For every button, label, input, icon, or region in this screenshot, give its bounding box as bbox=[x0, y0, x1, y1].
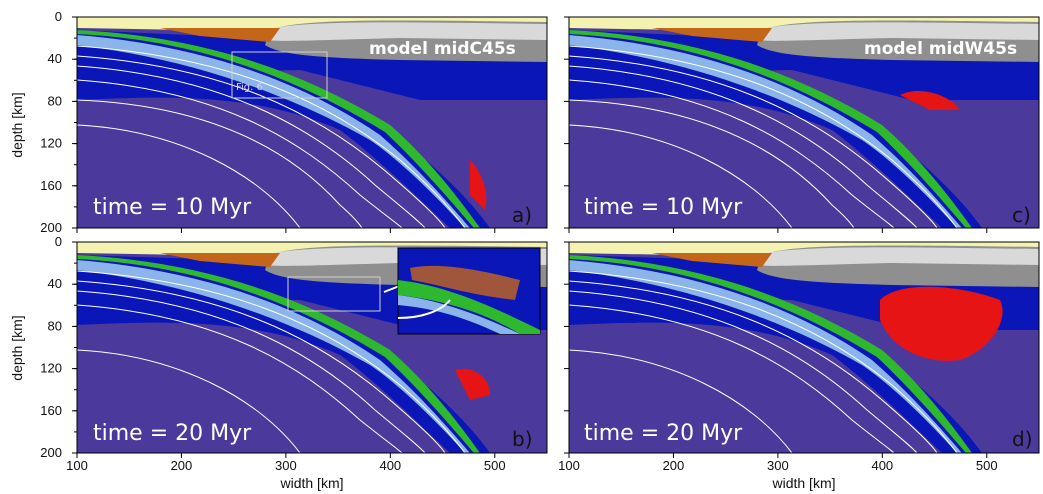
panel-c: model midW45s time = 10 Myr c) bbox=[568, 16, 1040, 229]
inset-label: Fig. 6 bbox=[236, 82, 263, 93]
panel-label-b: b) bbox=[512, 427, 533, 451]
x-axis-label-left: width [km] bbox=[279, 475, 343, 491]
accretionary-wedge bbox=[160, 28, 280, 42]
melt-region bbox=[455, 368, 490, 400]
panel-d: time = 20 Myr d) bbox=[568, 241, 1040, 454]
x-tick-label: 100 bbox=[66, 458, 88, 473]
y-tick-label: 200 bbox=[40, 445, 62, 460]
time-label-c: time = 10 Myr bbox=[584, 195, 743, 220]
panel-d-plot bbox=[569, 242, 1039, 453]
overriding-plate-light bbox=[265, 22, 547, 41]
model-name-a: model midC45s bbox=[369, 39, 516, 59]
accretionary-wedge bbox=[160, 253, 280, 267]
y-axis-label-bottom: depth [km] bbox=[9, 315, 25, 380]
x-tick-label: 400 bbox=[871, 458, 893, 473]
x-tick-label: 400 bbox=[379, 458, 401, 473]
panel-d-frame bbox=[568, 241, 1040, 454]
accretionary-wedge bbox=[652, 253, 772, 267]
melt-region bbox=[470, 160, 487, 210]
zoom-inset bbox=[397, 247, 541, 335]
x-tick-label: 100 bbox=[558, 458, 580, 473]
melt-region bbox=[900, 90, 960, 110]
panel-a: Fig. 6 model midC45s time = 10 Myr a) bbox=[76, 16, 548, 229]
isotherms bbox=[77, 270, 466, 453]
panel-c-plot bbox=[569, 17, 1039, 228]
panel-c-frame bbox=[568, 16, 1040, 229]
panel-a-plot bbox=[77, 17, 547, 228]
panel-label-a: a) bbox=[512, 203, 532, 227]
overriding-plate-light bbox=[757, 247, 1039, 266]
isotherms bbox=[569, 270, 958, 453]
accretionary-wedge bbox=[652, 28, 772, 42]
y-tick-label: 160 bbox=[40, 178, 62, 193]
overriding-plate-light bbox=[757, 22, 1039, 41]
panel-label-d: d) bbox=[1012, 427, 1033, 451]
x-tick-label: 200 bbox=[171, 458, 193, 473]
time-label-d: time = 20 Myr bbox=[584, 421, 743, 446]
time-label-a: time = 10 Myr bbox=[93, 195, 252, 220]
y-tick-label: 80 bbox=[48, 93, 62, 108]
x-tick-label: 300 bbox=[275, 458, 297, 473]
x-tick-label: 200 bbox=[663, 458, 685, 473]
y-tick-label: 80 bbox=[48, 318, 62, 333]
y-tick-label: 160 bbox=[40, 403, 62, 418]
y-tick-label: 40 bbox=[48, 276, 62, 291]
y-tick-label: 120 bbox=[40, 136, 62, 151]
zoom-box bbox=[231, 51, 328, 99]
panel-label-c: c) bbox=[1012, 203, 1031, 227]
panel-b: time = 20 Myr b) bbox=[76, 241, 548, 454]
panel-b-plot bbox=[77, 242, 547, 453]
isotherms bbox=[569, 45, 958, 228]
time-label-b: time = 20 Myr bbox=[93, 421, 252, 446]
model-name-c: model midW45s bbox=[864, 39, 1017, 59]
x-axis-label-right: width [km] bbox=[771, 475, 835, 491]
y-tick-label: 0 bbox=[55, 234, 62, 249]
x-tick-label: 500 bbox=[976, 458, 998, 473]
x-tick-label: 500 bbox=[484, 458, 506, 473]
y-tick-label: 40 bbox=[48, 51, 62, 66]
y-axis-label-top: depth [km] bbox=[9, 92, 25, 157]
y-tick-label: 120 bbox=[40, 361, 62, 376]
melt-region bbox=[880, 286, 1003, 361]
y-tick-label: 200 bbox=[40, 220, 62, 235]
y-tick-label: 0 bbox=[55, 9, 62, 24]
zoom-box bbox=[287, 276, 381, 312]
x-tick-label: 300 bbox=[767, 458, 789, 473]
isotherms bbox=[77, 45, 466, 228]
